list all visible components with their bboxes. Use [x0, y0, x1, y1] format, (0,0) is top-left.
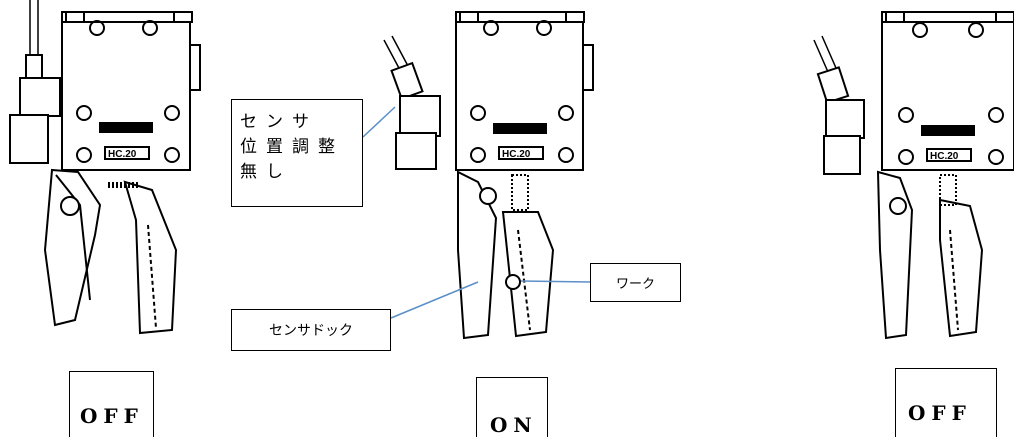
- state-box-middle: ON: [476, 377, 548, 437]
- gripper-on-center: HC.20: [383, 11, 594, 340]
- leader-work: [520, 280, 591, 283]
- model-label-left: HC.20: [108, 149, 137, 160]
- state-label-right: OFF: [908, 401, 972, 425]
- callout-sensor-dock: センサドック: [231, 309, 391, 351]
- callout-sensor-no-adjust: センサ 位置調整 無し: [231, 99, 363, 207]
- callout-sensor-line-1: センサ: [240, 112, 318, 132]
- gripper-off-left: HC.20: [9, 0, 201, 335]
- state-box-left: OFF: [69, 371, 154, 437]
- state-label-middle: ON: [490, 413, 538, 437]
- state-label-left: OFF: [80, 404, 144, 428]
- model-label-right: HC.20: [930, 151, 959, 162]
- model-label-center: HC.20: [502, 149, 531, 160]
- leader-dock: [390, 281, 479, 319]
- callout-dock-label: センサドック: [269, 323, 353, 339]
- gripper-off-right: HC.20: [813, 11, 1014, 340]
- callout-workpiece: ワーク: [590, 263, 681, 302]
- callout-sensor-line-3: 無し: [240, 162, 292, 182]
- callout-sensor-line-2: 位置調整: [240, 137, 344, 157]
- leader-sensor: [362, 106, 396, 138]
- state-box-right: OFF: [895, 368, 997, 437]
- callout-work-label: ワーク: [615, 277, 655, 292]
